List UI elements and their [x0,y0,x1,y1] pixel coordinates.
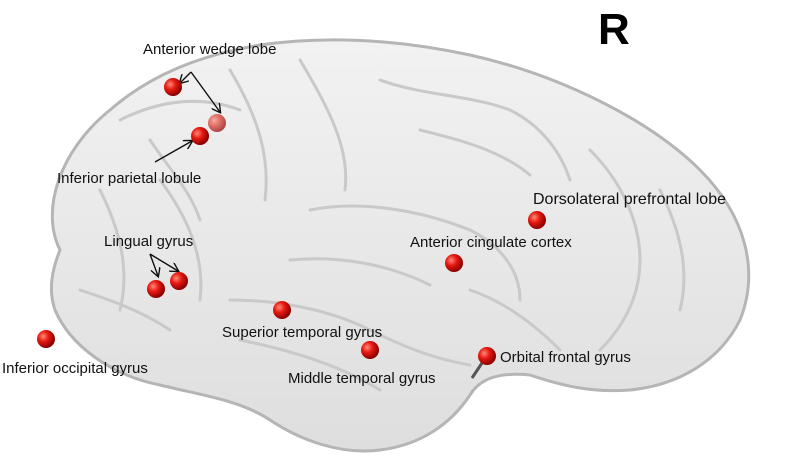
arrow-lingual-2 [149,253,178,271]
marker-anterior-wedge-lobe-b [208,114,226,132]
arrow-lingual-1 [149,253,158,276]
label-anterior-cingulate-cortex: Anterior cingulate cortex [410,234,572,251]
marker-orbital-frontal-gyrus [478,347,496,365]
label-dorsolateral-prefrontal-lobe: Dorsolateral prefrontal lobe [533,191,726,208]
region-markers [37,78,546,365]
brain-folds [78,58,686,392]
marker-lingual-gyrus-a [147,280,165,298]
marker-middle-temporal-gyrus [361,341,379,359]
label-anterior-wedge-lobe: Anterior wedge lobe [143,41,277,58]
arrow-anterior-wedge-2 [190,71,220,112]
arrow-inferior-parietal [154,141,192,163]
label-orbital-frontal-gyrus: Orbital frontal gyrus [500,349,631,366]
brain-outline [49,38,751,453]
label-superior-temporal-gyrus: Superior temporal gyrus [222,324,383,341]
marker-dorsolateral-prefrontal-lobe [528,211,546,229]
marker-anterior-cingulate-cortex [445,254,463,272]
marker-inferior-occipital-gyrus [37,330,55,348]
marker-inferior-parietal-lobule [191,127,209,145]
label-middle-temporal-gyrus: Middle temporal gyrus [288,370,436,387]
arrow-anterior-wedge-1 [180,71,192,83]
label-lingual-gyrus: Lingual gyrus [104,233,194,250]
marker-anterior-wedge-lobe-a [164,78,182,96]
marker-lingual-gyrus-b [170,272,188,290]
annotation-arrows [149,71,486,379]
label-inferior-parietal-lobule: Inferior parietal lobule [57,170,202,187]
marker-superior-temporal-gyrus [273,301,291,319]
label-inferior-occipital-gyrus: Inferior occipital gyrus [2,360,148,377]
hemisphere-label: R [598,5,630,54]
